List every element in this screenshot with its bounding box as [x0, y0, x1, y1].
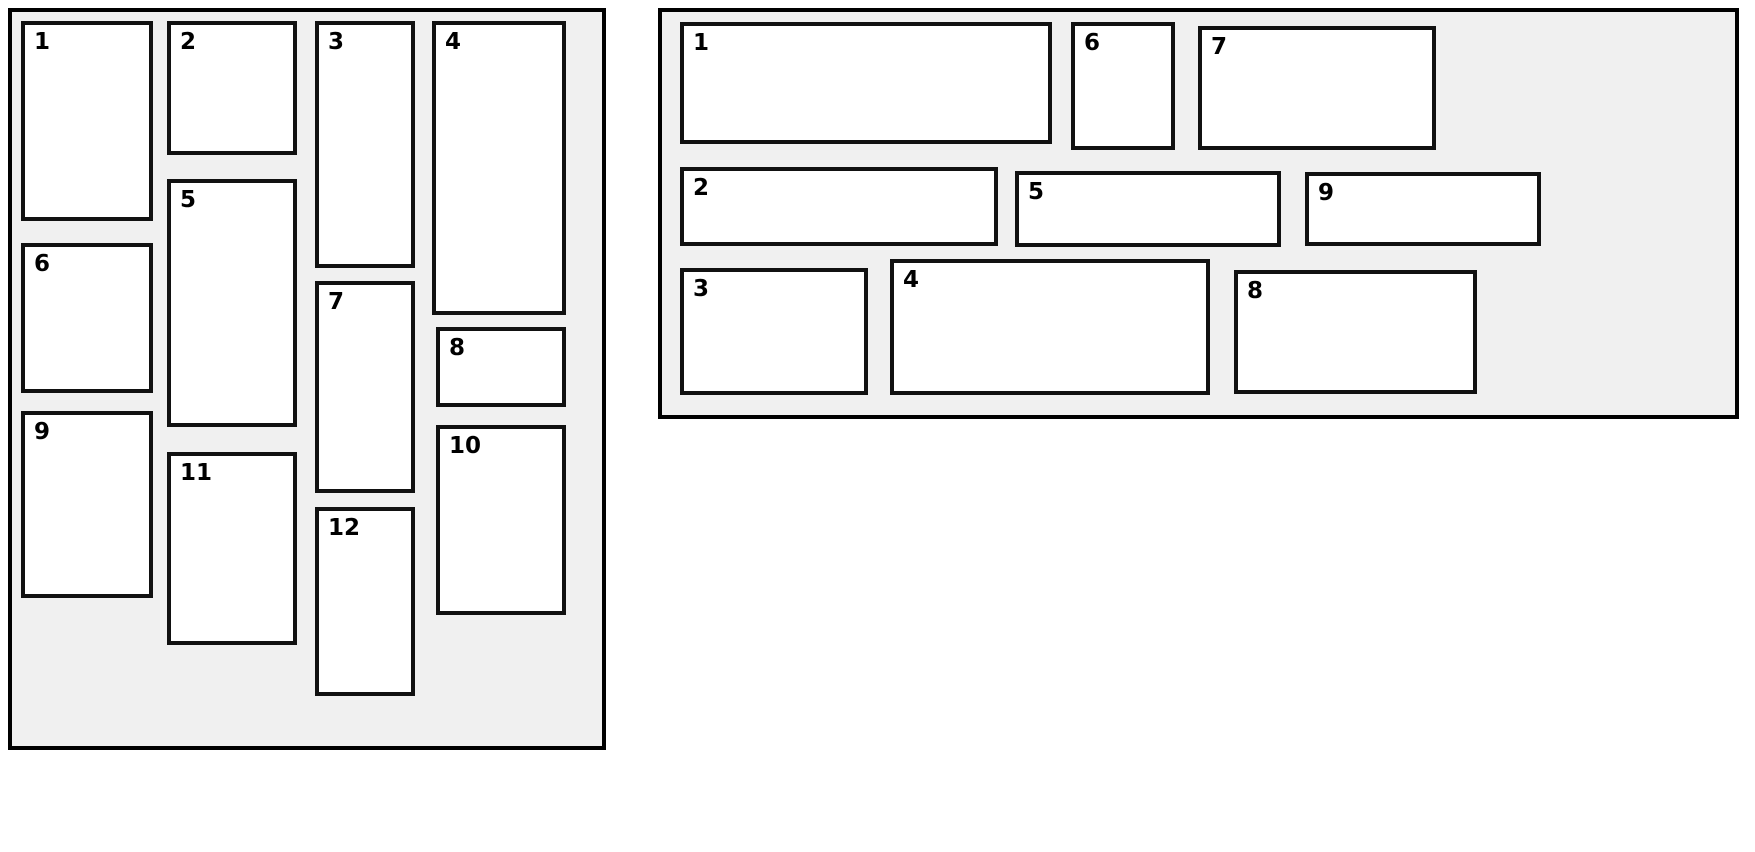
packed-rect-2-4[interactable]: 4 [890, 259, 1210, 395]
rect-label: 12 [328, 515, 361, 541]
rect-label: 8 [1247, 278, 1264, 304]
packed-rect-1-5[interactable]: 5 [167, 179, 297, 427]
packed-rect-2-2[interactable]: 2 [680, 167, 998, 246]
rect-label: 4 [903, 267, 920, 293]
packed-rect-1-4[interactable]: 4 [432, 21, 566, 315]
rect-label: 3 [328, 29, 345, 55]
packed-rect-2-9[interactable]: 9 [1305, 172, 1541, 246]
rect-label: 6 [34, 251, 51, 277]
packed-rect-1-1[interactable]: 1 [21, 21, 153, 221]
rect-label: 3 [693, 276, 710, 302]
rect-label: 7 [328, 289, 345, 315]
packed-rect-1-12[interactable]: 12 [315, 507, 415, 696]
packed-rect-2-3[interactable]: 3 [680, 268, 868, 395]
rect-label: 1 [693, 30, 710, 56]
rect-label: 1 [34, 29, 51, 55]
packed-rect-1-3[interactable]: 3 [315, 21, 415, 268]
packed-rect-1-8[interactable]: 8 [436, 327, 566, 407]
rect-label: 5 [180, 187, 197, 213]
packed-rect-1-11[interactable]: 11 [167, 452, 297, 645]
packed-rect-2-7[interactable]: 7 [1198, 26, 1436, 150]
packed-rect-2-6[interactable]: 6 [1071, 22, 1175, 150]
rect-label: 10 [449, 433, 482, 459]
rect-label: 8 [449, 335, 466, 361]
packed-rect-2-8[interactable]: 8 [1234, 270, 1477, 394]
rect-label: 6 [1084, 30, 1101, 56]
packed-rect-2-1[interactable]: 1 [680, 22, 1052, 144]
packed-rect-1-9[interactable]: 9 [21, 411, 153, 598]
rect-label: 5 [1028, 179, 1045, 205]
packed-rect-1-2[interactable]: 2 [167, 21, 297, 155]
rect-label: 4 [445, 29, 462, 55]
packed-rect-1-7[interactable]: 7 [315, 281, 415, 493]
rect-label: 9 [34, 419, 51, 445]
packed-rect-1-6[interactable]: 6 [21, 243, 153, 393]
rect-label: 11 [180, 460, 213, 486]
rect-label: 2 [693, 175, 710, 201]
packed-rect-2-5[interactable]: 5 [1015, 171, 1281, 247]
packed-rect-1-10[interactable]: 10 [436, 425, 566, 615]
rect-label: 7 [1211, 34, 1228, 60]
rect-label: 2 [180, 29, 197, 55]
rect-label: 9 [1318, 180, 1335, 206]
